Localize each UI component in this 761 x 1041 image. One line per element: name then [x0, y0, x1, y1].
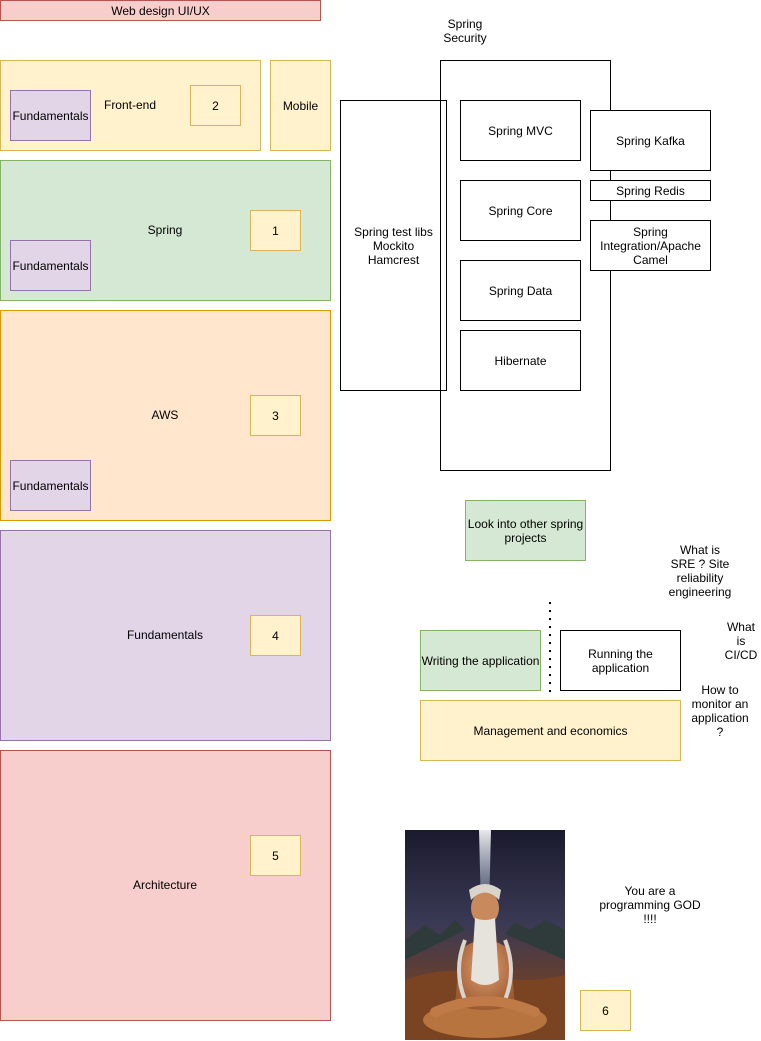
spring-mvc-box[interactable]: Spring MVC: [460, 100, 581, 161]
spring-fundamentals-box[interactable]: Fundamentals: [10, 240, 91, 291]
hibernate-label: Hibernate: [494, 353, 547, 368]
mobile-label: Mobile: [282, 98, 319, 113]
aws-fundamentals-label: Fundamentals: [12, 478, 89, 493]
spring-redis-label: Spring Redis: [616, 183, 685, 198]
spring-data-box[interactable]: Spring Data: [460, 260, 581, 321]
spring-test-libs-box[interactable]: Spring test libs Mockito Hamcrest: [340, 100, 447, 391]
frontend-fundamentals-label: Fundamentals: [12, 108, 89, 123]
fundamentals-number: 4: [272, 628, 279, 643]
architecture-number-box[interactable]: 5: [250, 835, 301, 876]
spring-core-label: Spring Core: [488, 203, 553, 218]
frontend-number-box[interactable]: 2: [190, 85, 241, 126]
mobile-box[interactable]: Mobile: [270, 60, 331, 151]
spring-mvc-label: Spring MVC: [488, 123, 553, 138]
frontend-fundamentals-box[interactable]: Fundamentals: [10, 90, 91, 141]
management-economics-label: Management and economics: [473, 723, 628, 738]
architecture-number: 5: [272, 848, 279, 863]
spring-integration-label: Spring Integration/Apache Camel: [600, 224, 701, 267]
meditating-sage-image: [405, 830, 565, 1040]
monitor-question: How to monitor an application ?: [691, 683, 749, 739]
other-spring-projects-box[interactable]: Look into other spring projects: [465, 500, 586, 561]
frontend-label: Front-end: [103, 98, 157, 112]
sre-question: What is SRE ? Site reliability engineeri…: [668, 543, 732, 599]
dotted-divider: [549, 602, 551, 694]
spring-core-box[interactable]: Spring Core: [460, 180, 581, 241]
spring-fundamentals-label: Fundamentals: [12, 258, 89, 273]
number-six: 6: [602, 1003, 609, 1018]
aws-label: AWS: [151, 408, 179, 422]
spring-number-box[interactable]: 1: [250, 210, 301, 251]
spring-kafka-label: Spring Kafka: [616, 133, 685, 148]
cicd-question: What is CI/CD: [724, 620, 758, 662]
number-six-box[interactable]: 6: [580, 990, 631, 1031]
other-spring-projects-label: Look into other spring projects: [467, 516, 584, 545]
spring-data-label: Spring Data: [488, 283, 553, 298]
writing-application-label: Writing the application: [421, 653, 540, 668]
spring-test-libs-label: Spring test libs Mockito Hamcrest: [354, 224, 433, 267]
hibernate-box[interactable]: Hibernate: [460, 330, 581, 391]
architecture-box[interactable]: [0, 750, 331, 1021]
frontend-number: 2: [212, 98, 219, 113]
spring-label: Spring: [147, 223, 183, 237]
aws-number: 3: [272, 408, 279, 423]
web-design-box[interactable]: Web design UI/UX: [0, 0, 321, 21]
god-text: You are a programming GOD !!!!: [599, 884, 701, 926]
running-application-label: Running the application: [588, 646, 653, 675]
fundamentals-label: Fundamentals: [126, 628, 204, 642]
fundamentals-number-box[interactable]: 4: [250, 615, 301, 656]
spring-kafka-box[interactable]: Spring Kafka: [590, 110, 711, 171]
spring-number: 1: [272, 223, 279, 238]
aws-fundamentals-box[interactable]: Fundamentals: [10, 460, 91, 511]
spring-integration-box[interactable]: Spring Integration/Apache Camel: [590, 220, 711, 271]
aws-number-box[interactable]: 3: [250, 395, 301, 436]
running-application-box[interactable]: Running the application: [560, 630, 681, 691]
management-economics-box[interactable]: Management and economics: [420, 700, 681, 761]
web-design-label: Web design UI/UX: [111, 3, 210, 18]
spring-redis-box[interactable]: Spring Redis: [590, 180, 711, 201]
spring-security-label: Spring Security: [443, 17, 487, 45]
architecture-label: Architecture: [132, 878, 198, 892]
writing-application-box[interactable]: Writing the application: [420, 630, 541, 691]
